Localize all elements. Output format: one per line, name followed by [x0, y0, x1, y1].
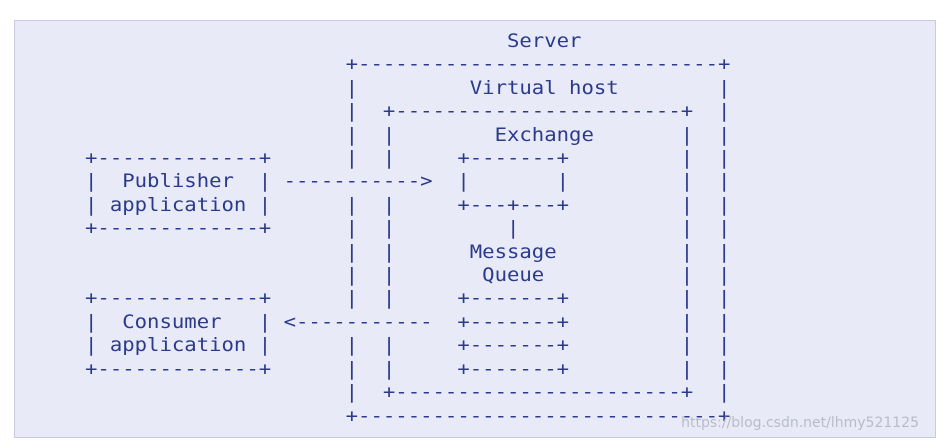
diagram-line: | Virtual host |: [85, 76, 731, 99]
diagram-line: Server: [85, 30, 582, 52]
diagram-line: +-------------+ | | | | |: [85, 217, 731, 240]
diagram-line: +-------------+ | | +-------+ | |: [85, 147, 731, 170]
diagram-line: +-----------------------------+: [85, 53, 731, 76]
diagram-line: +-------------+ | | +-------+ | |: [85, 357, 731, 380]
diagram-line: | | Message | |: [85, 240, 731, 263]
diagram-line: | application | | | +---+---+ | |: [85, 193, 731, 216]
ascii-architecture-diagram: Server +-----------------------------+ |…: [85, 30, 730, 428]
diagram-line: | application | | | +-------+ | |: [85, 334, 731, 357]
diagram-line: | +-----------------------+ |: [85, 100, 731, 123]
watermark: https://blog.csdn.net/lhmy521125: [681, 415, 919, 431]
diagram-line: +-----------------------------+: [85, 404, 731, 427]
diagram-line: | | Exchange | |: [85, 123, 731, 146]
diagram-line: +-------------+ | | +-------+ | |: [85, 287, 731, 310]
diagram-line: | +-----------------------+ |: [85, 381, 731, 404]
diagram-line: | Publisher | -----------> | | | |: [85, 170, 731, 193]
diagram-frame: Server +-----------------------------+ |…: [14, 20, 936, 438]
diagram-line: | | Queue | |: [85, 264, 731, 287]
diagram-line: | Consumer | <----------- +-------+ | |: [85, 310, 731, 333]
